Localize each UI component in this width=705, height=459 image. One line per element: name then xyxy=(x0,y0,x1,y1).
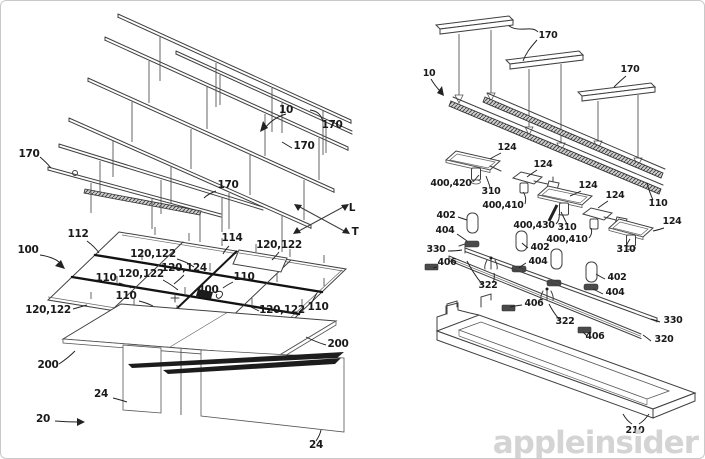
carriage-400-430 xyxy=(538,186,592,221)
leader-arrowhead xyxy=(437,86,444,96)
suspension-rails xyxy=(48,14,352,229)
ref-label-170: 170 xyxy=(321,119,342,131)
ref-label-400-410: 400,410 xyxy=(546,234,588,245)
ref-label-400-430: 400,430 xyxy=(513,220,555,231)
ref-label-170: 170 xyxy=(18,148,39,160)
ref-label-120-122: 120,122 xyxy=(130,248,176,260)
ref-label-24: 24 xyxy=(309,439,323,451)
axis-indicator xyxy=(293,204,350,234)
ref-label-170: 170 xyxy=(539,30,559,41)
leader-arrowhead xyxy=(260,121,268,132)
ref-label-310: 310 xyxy=(558,222,578,233)
ref-label-120-124: 120,124 xyxy=(161,262,207,274)
ref-label-322: 322 xyxy=(479,280,498,291)
cylinder-402 xyxy=(467,213,478,233)
ref-label-406: 406 xyxy=(525,298,545,309)
ref-label-120-122: 120,122 xyxy=(118,268,164,280)
axis-label-l: L xyxy=(349,202,356,214)
ref-label-330: 330 xyxy=(664,315,684,326)
ref-label-120-122: 120,122 xyxy=(259,304,305,316)
axis-label-t: T xyxy=(352,226,360,238)
pad-404 xyxy=(465,241,479,247)
ref-label-200: 200 xyxy=(327,338,348,350)
ref-label-402: 402 xyxy=(531,242,550,253)
ref-label-24: 24 xyxy=(94,388,108,400)
ref-label-310: 310 xyxy=(482,186,502,197)
ref-label-170: 170 xyxy=(217,179,238,191)
appleinsider-watermark: appleinsider xyxy=(493,425,698,459)
ref-label-310: 310 xyxy=(617,244,637,255)
ref-label-124: 124 xyxy=(606,190,626,201)
ref-label-124: 124 xyxy=(534,159,554,170)
ref-label-322: 322 xyxy=(556,316,575,327)
ref-label-120-122: 120,122 xyxy=(25,304,71,316)
trough-bracket xyxy=(481,294,491,307)
pad-404 xyxy=(584,284,598,290)
ref-label-170: 170 xyxy=(621,64,641,75)
ref-label-114: 114 xyxy=(221,232,242,244)
ref-label-320: 320 xyxy=(655,334,675,345)
ref-label-124: 124 xyxy=(498,142,518,153)
ref-label-170: 170 xyxy=(293,140,314,152)
ref-label-110: 110 xyxy=(233,271,254,283)
ref-label-124: 124 xyxy=(579,180,599,191)
ref-label-110: 110 xyxy=(307,301,328,313)
leader-arrowhead xyxy=(77,418,85,426)
right-figure-lighting-track: 10 170 170 124 124 400,420 310 124 124 1… xyxy=(423,16,695,436)
ref-label-10: 10 xyxy=(279,104,293,116)
ref-label-110: 110 xyxy=(95,272,116,284)
cylinder-402 xyxy=(586,262,597,282)
leader-arrowhead xyxy=(55,260,65,269)
ref-label-404: 404 xyxy=(436,225,456,236)
trough-bracket xyxy=(447,301,457,314)
ref-label-120-122: 120,122 xyxy=(256,239,302,251)
ref-label-404: 404 xyxy=(606,287,626,298)
hanger-bars xyxy=(436,16,655,101)
ref-label-406: 406 xyxy=(438,257,458,268)
cylinder-402 xyxy=(551,249,562,269)
cylinder-402 xyxy=(516,231,527,251)
ref-label-402: 402 xyxy=(437,210,456,221)
ref-label-400: 400 xyxy=(197,284,218,296)
ref-label-20: 20 xyxy=(36,413,50,425)
hanger-brackets xyxy=(123,345,344,432)
bracket-24-left xyxy=(123,345,161,413)
ref-label-10: 10 xyxy=(423,68,436,79)
recessed-trough xyxy=(437,294,695,418)
ref-label-330: 330 xyxy=(427,244,447,255)
ref-label-110: 110 xyxy=(649,198,669,209)
ref-label-400-420: 400,420 xyxy=(430,178,472,189)
left-figure-ceiling-grid: 170 10 170 170 170 L T 100 112 114 120,1… xyxy=(17,14,359,451)
ref-label-402: 402 xyxy=(608,272,627,283)
ref-label-406: 406 xyxy=(586,331,606,342)
ref-label-400-410: 400,410 xyxy=(482,200,524,211)
ref-label-200: 200 xyxy=(37,359,58,371)
ref-label-404: 404 xyxy=(529,256,549,267)
ref-label-100: 100 xyxy=(17,244,38,256)
ref-label-112: 112 xyxy=(67,228,88,240)
ref-label-124: 124 xyxy=(663,216,683,227)
ref-label-110: 110 xyxy=(115,290,136,302)
